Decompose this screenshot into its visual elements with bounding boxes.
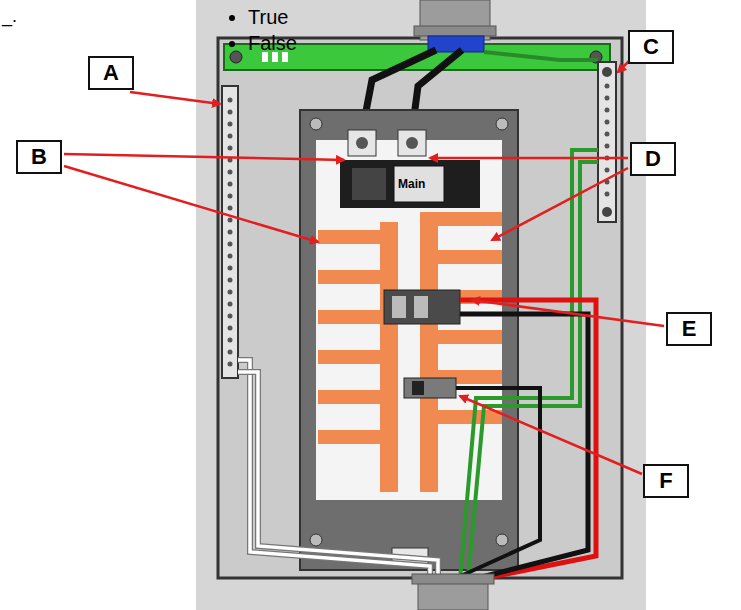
callout-box: E xyxy=(666,312,712,346)
answer-options: TrueFalse xyxy=(210,4,297,56)
callout-letter: D xyxy=(645,148,661,170)
answer-option: False xyxy=(248,30,297,56)
callout-letter: B xyxy=(31,146,47,168)
callout-letter: C xyxy=(643,36,659,58)
fragment-text: _. xyxy=(2,6,17,27)
callout-box: D xyxy=(630,142,676,176)
callout-box: F xyxy=(643,464,689,498)
callout-letter: F xyxy=(659,470,672,492)
leader-lines xyxy=(64,58,664,474)
breaker-label: Main xyxy=(398,177,425,191)
answer-option: True xyxy=(248,4,297,30)
callout-letter: A xyxy=(103,62,119,84)
callout-box: A xyxy=(88,56,134,90)
callout-letter: E xyxy=(682,318,697,340)
callout-box: B xyxy=(16,140,62,174)
callout-box: C xyxy=(628,30,674,64)
